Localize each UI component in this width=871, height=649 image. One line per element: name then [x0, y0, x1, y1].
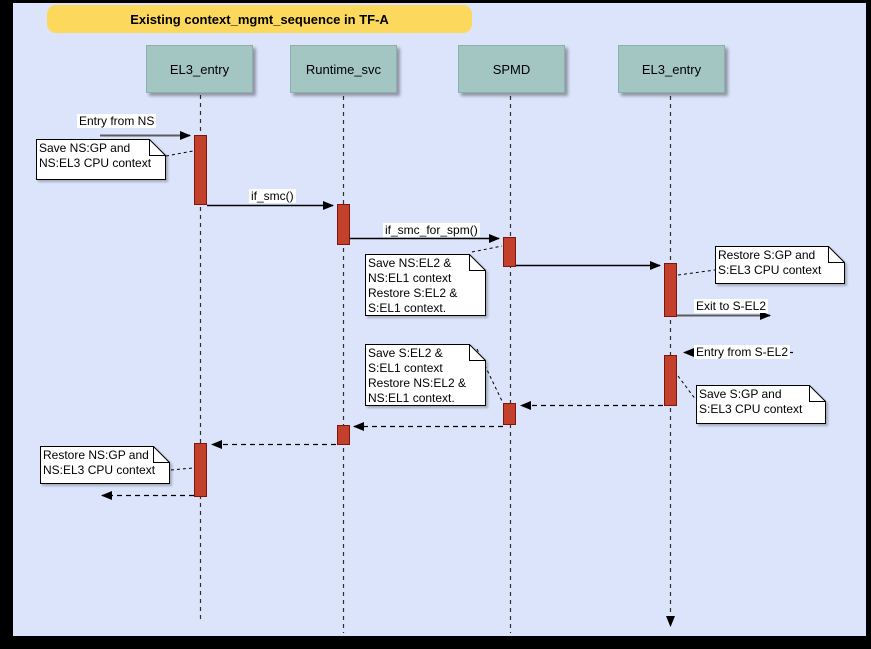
note-save-s-gp: Save S:GP and S:EL3 CPU context	[696, 385, 826, 424]
activation-el3-right-2	[664, 355, 677, 406]
diagram-canvas	[13, 3, 866, 636]
note-restore-s-gp: Restore S:GP and S:EL3 CPU context	[715, 246, 845, 284]
activation-runtime-1	[337, 204, 350, 245]
note-text: Save S:GP and S:EL3 CPU context	[699, 387, 803, 416]
note-text: Restore NS:GP and NS:EL3 CPU context	[43, 448, 156, 477]
activation-el3-right-1	[664, 263, 677, 317]
note-text: Save S:EL2 & S:EL1 context Restore NS:EL…	[368, 346, 467, 405]
activation-el3-left-2	[194, 443, 207, 497]
note-connector-4	[677, 375, 697, 401]
note-shape	[36, 139, 166, 180]
note-restore-ns-gp: Restore NS:GP and NS:EL3 CPU context	[40, 446, 170, 484]
note-save-ns-gp: Save NS:GP and NS:EL3 CPU context	[36, 139, 166, 180]
participant-el3-entry-left: EL3_entry	[146, 45, 253, 93]
activation-spmd-1	[503, 237, 516, 267]
note-shape	[696, 385, 826, 424]
note-connector-1	[165, 150, 194, 157]
activation-spmd-2	[503, 403, 516, 425]
participant-spmd: SPMD	[458, 45, 565, 93]
note-shape	[715, 246, 845, 284]
note-text: Save NS:EL2 & NS:EL1 context Restore S:E…	[368, 256, 458, 315]
note-shape	[365, 254, 486, 316]
note-text: Save NS:GP and NS:EL3 CPU context	[39, 141, 152, 170]
message-label-entry-from-ns: Entry from NS	[77, 114, 157, 128]
message-label-entry-from-sel2: Entry from S-EL2	[694, 345, 791, 359]
participant-el3-entry-right: EL3_entry	[618, 45, 725, 93]
activation-el3-left-1	[194, 135, 207, 205]
message-label-if-smc-for-spm: if_smc_for_spm()	[383, 223, 480, 237]
note-connector-6	[170, 467, 194, 471]
note-connector-3	[677, 269, 716, 276]
note-shape	[40, 446, 170, 484]
note-save-sel2-restore-nsel2: Save S:EL2 & S:EL1 context Restore NS:EL…	[365, 344, 486, 406]
diagram-title: Existing context_mgmt_sequence in TF-A	[47, 5, 472, 33]
note-save-nsel2-restore-sel2: Save NS:EL2 & NS:EL1 context Restore S:E…	[365, 254, 486, 316]
participant-runtime-svc: Runtime_svc	[290, 45, 397, 93]
message-label-exit-to-sel2: Exit to S-EL2	[694, 299, 769, 313]
note-shape	[365, 344, 486, 406]
activation-runtime-2	[337, 425, 350, 445]
note-text: Restore S:GP and S:EL3 CPU context	[718, 248, 822, 277]
message-label-if-smc: if_smc()	[249, 189, 296, 203]
note-connector-5	[476, 348, 503, 402]
note-connector-2	[471, 245, 503, 253]
